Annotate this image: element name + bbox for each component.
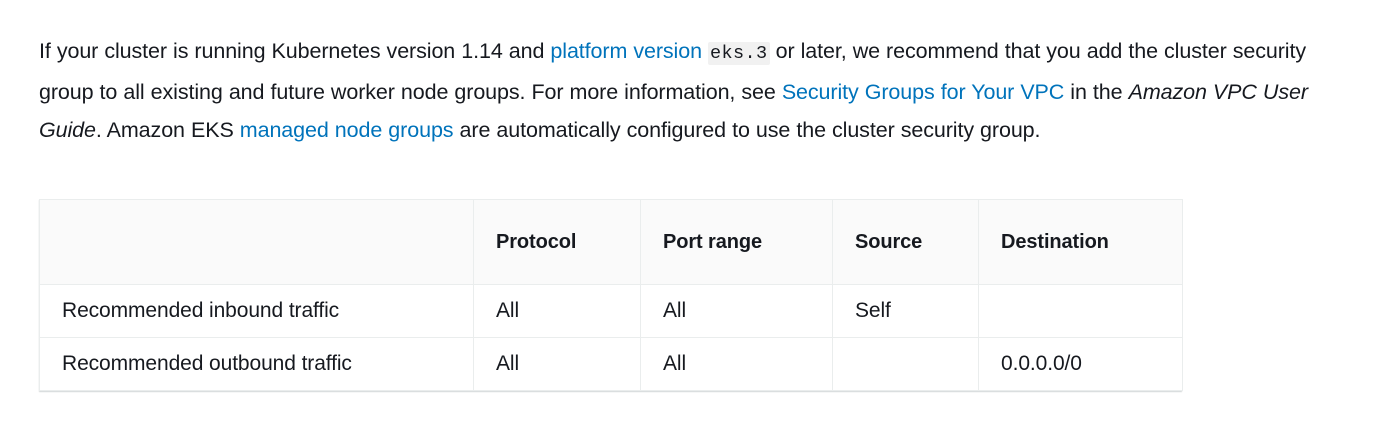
cell-inbound-protocol: All [473,284,641,338]
column-header-blank [39,199,474,285]
security-group-rules-table-wrapper: Protocol Port range Source Destination R… [39,199,1183,391]
cell-outbound-source [832,337,979,391]
table-row: Recommended outbound traffic All All 0.0… [39,337,1183,391]
table-header-row: Protocol Port range Source Destination [39,199,1183,285]
table-header: Protocol Port range Source Destination [39,199,1183,285]
paragraph-text-1: If your cluster is running Kubernetes ve… [39,38,551,63]
cell-inbound-source: Self [832,284,979,338]
column-header-destination: Destination [978,199,1183,285]
intro-paragraph: If your cluster is running Kubernetes ve… [39,32,1364,149]
paragraph-text-2: or later, we recommend that you add the … [39,38,1306,104]
cell-outbound-destination: 0.0.0.0/0 [978,337,1183,391]
paragraph-text-5: are automatically configured to use the … [453,117,1041,142]
cell-inbound-port-range: All [640,284,833,338]
cell-outbound-protocol: All [473,337,641,391]
column-header-port-range: Port range [640,199,833,285]
row-label-outbound: Recommended outbound traffic [39,337,474,391]
paragraph-text-4: . Amazon EKS [95,117,240,142]
platform-version-link[interactable]: platform version [550,38,702,63]
eks-version-code: eks.3 [708,41,770,65]
security-groups-vpc-link[interactable]: Security Groups for Your VPC [781,79,1065,104]
managed-node-groups-link[interactable]: managed node groups [239,117,454,142]
cell-inbound-destination [978,284,1183,338]
paragraph-text-3: in the [1064,79,1129,104]
amazon-vpc-user-guide-title: Amazon VPC User Guide [39,79,1308,142]
column-header-protocol: Protocol [473,199,641,285]
table-body: Recommended inbound traffic All All Self… [39,284,1183,391]
row-label-inbound: Recommended inbound traffic [39,284,474,338]
column-header-source: Source [832,199,979,285]
security-group-rules-table: Protocol Port range Source Destination R… [39,199,1183,391]
cell-outbound-port-range: All [640,337,833,391]
table-row: Recommended inbound traffic All All Self [39,284,1183,338]
